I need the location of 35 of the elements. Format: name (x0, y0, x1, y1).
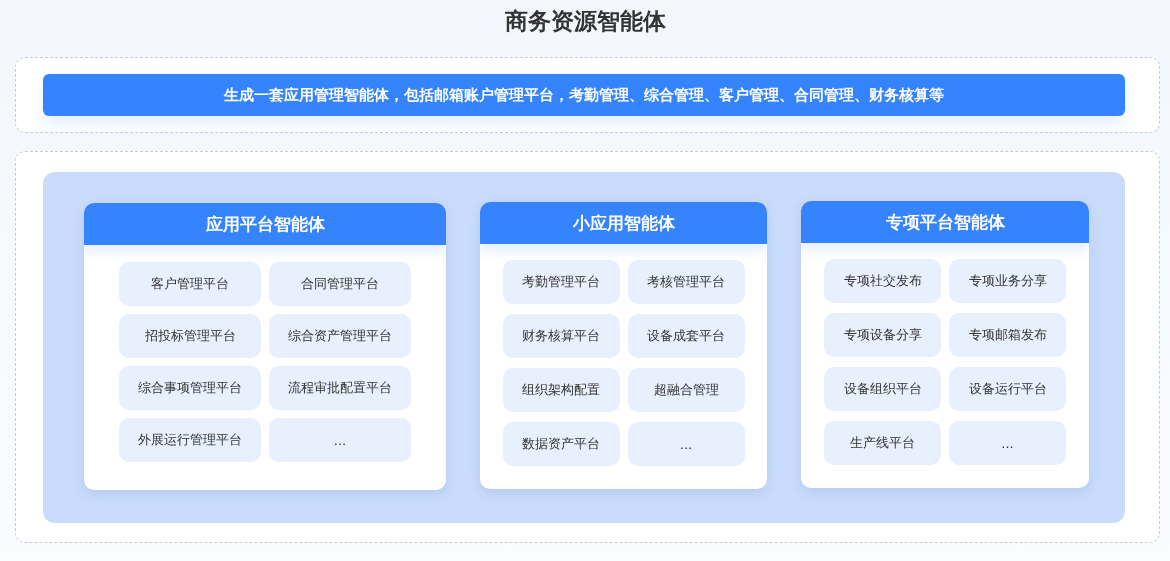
platform-item: 考核管理平台 (627, 260, 745, 304)
card-header: 应用平台智能体 (84, 203, 446, 245)
platform-item: 客户管理平台 (119, 262, 261, 306)
platform-item: ... (949, 421, 1066, 465)
platform-item: 合同管理平台 (269, 262, 411, 306)
platform-item: 数据资产平台 (502, 422, 620, 466)
platform-item: 专项业务分享 (949, 259, 1066, 303)
platform-item: 设备组织平台 (824, 367, 941, 411)
platform-item: 财务核算平台 (502, 314, 620, 358)
platform-item: 专项设备分享 (824, 313, 941, 357)
summary-banner: 生成一套应用管理智能体，包括邮箱账户管理平台，考勤管理、综合管理、客户管理、合同管理、财务核算等 (43, 74, 1125, 116)
platform-item: 流程审批配置平台 (269, 366, 411, 410)
platform-item: 专项社交发布 (824, 259, 941, 303)
platform-item: 超融合管理 (627, 368, 745, 412)
platform-item: 专项邮箱发布 (949, 313, 1066, 357)
platform-item: 综合事项管理平台 (119, 366, 261, 410)
platform-item: 组织架构配置 (502, 368, 620, 412)
platform-item: 考勤管理平台 (502, 260, 620, 304)
card-header: 专项平台智能体 (801, 201, 1089, 243)
platform-item: ... (627, 422, 745, 466)
platform-item: 生产线平台 (824, 421, 941, 465)
platform-item: 招投标管理平台 (119, 314, 261, 358)
platform-item: ... (269, 418, 411, 462)
platform-item: 设备成套平台 (627, 314, 745, 358)
card-header: 小应用智能体 (480, 202, 767, 244)
dashed-container (15, 151, 1160, 543)
diagram-title: 商务资源智能体 (503, 7, 667, 36)
agent-card (480, 202, 767, 489)
platform-item: 外展运行管理平台 (119, 418, 261, 462)
platform-item: 设备运行平台 (949, 367, 1066, 411)
dashed-container (15, 57, 1160, 133)
agent-card (84, 203, 446, 490)
platform-item: 综合资产管理平台 (269, 314, 411, 358)
panel-background (43, 172, 1125, 523)
agent-card (801, 201, 1089, 488)
